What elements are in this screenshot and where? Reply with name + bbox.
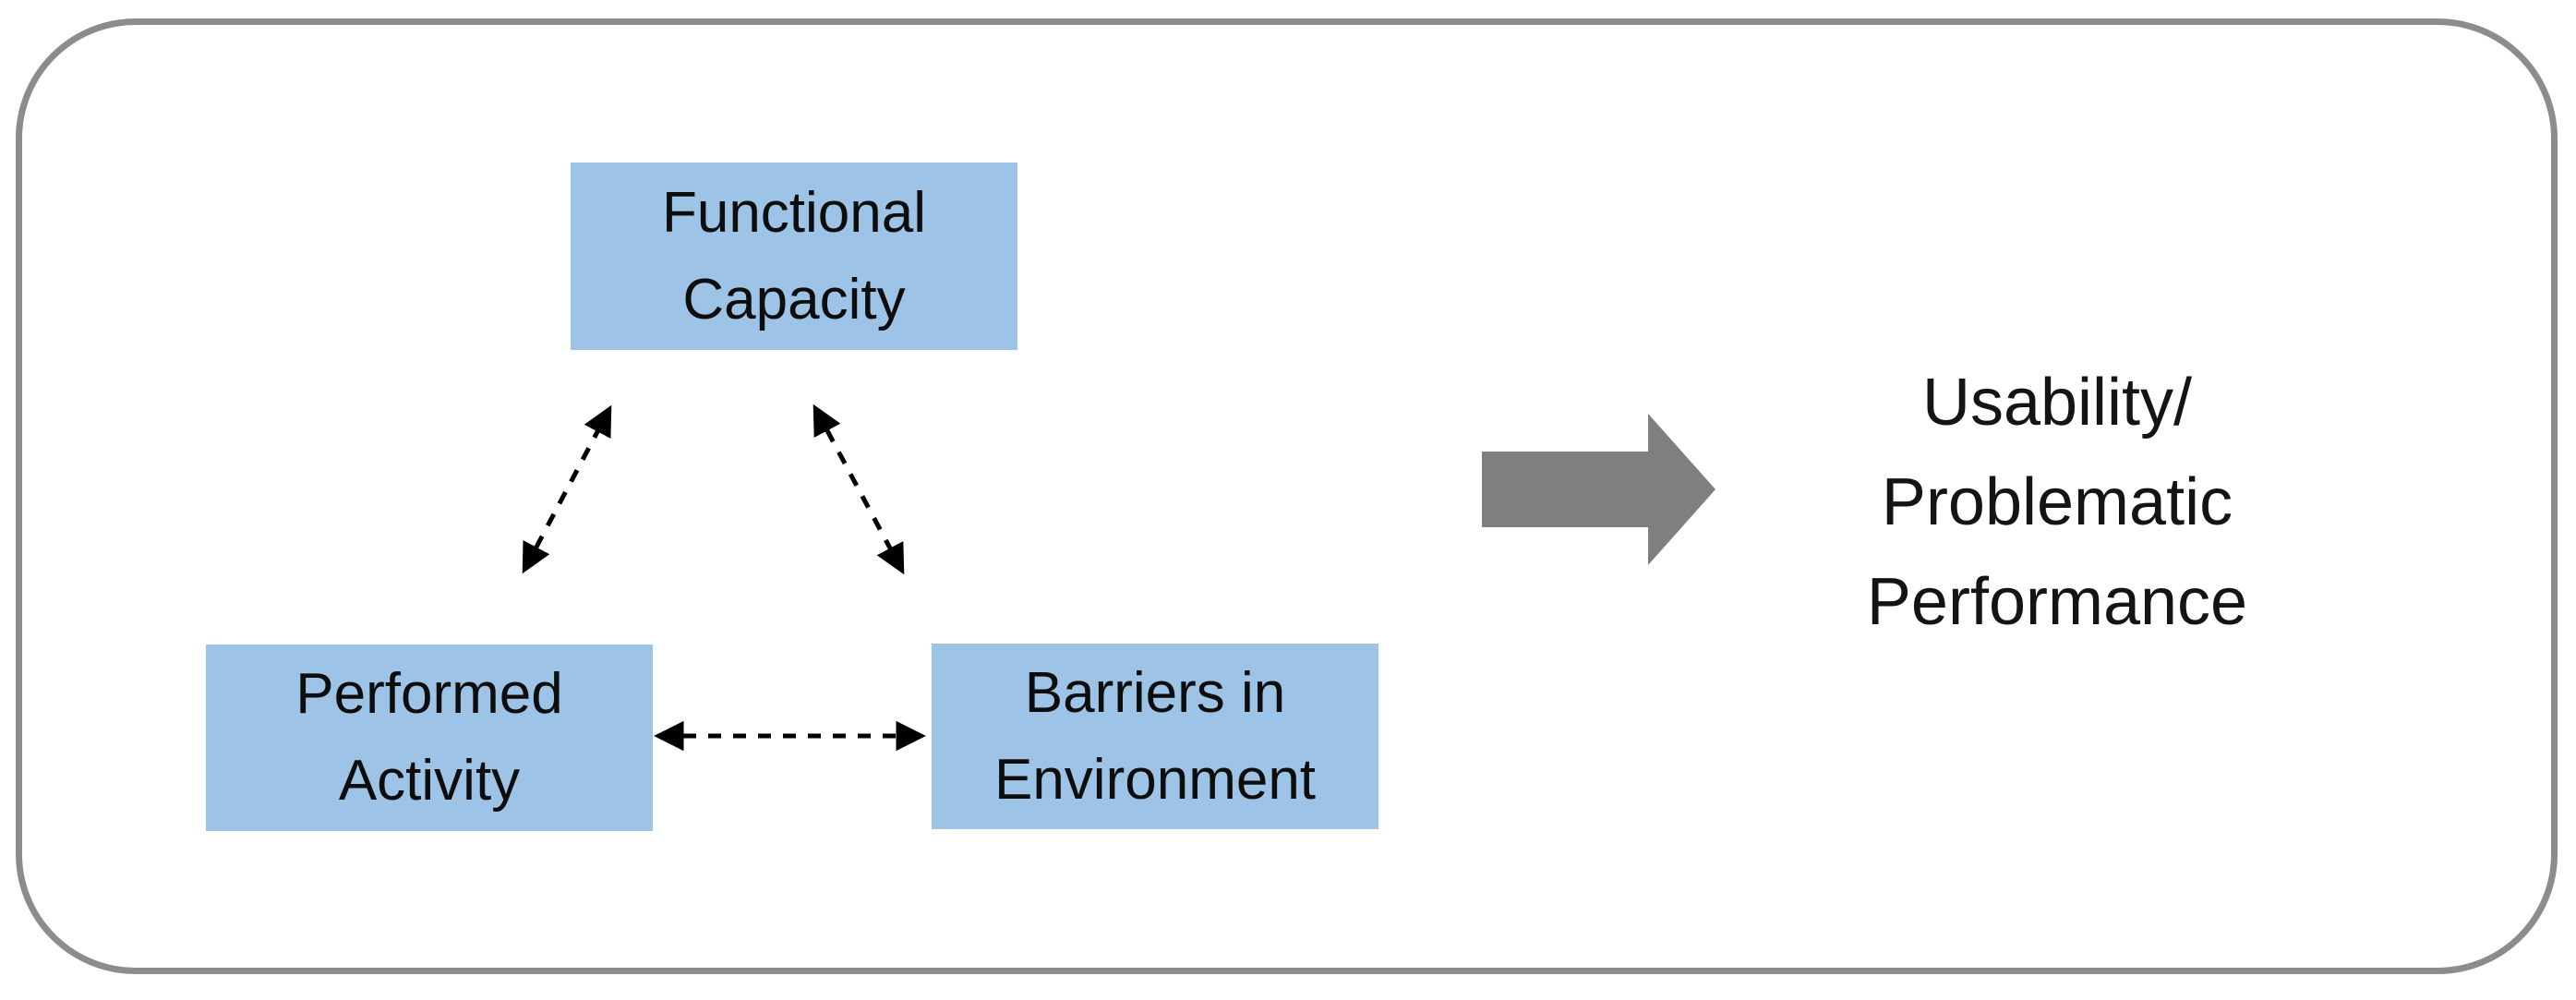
- box-functional-capacity: Functional Capacity: [571, 163, 1017, 350]
- box-label-line: Capacity: [682, 267, 906, 331]
- box-label-line: Activity: [338, 749, 521, 813]
- box-label-line: Performed: [295, 662, 563, 726]
- outcome-text-line: Problematic: [1881, 465, 2233, 539]
- box-performed-activity: Performed Activity: [206, 645, 653, 831]
- box-label-line: Functional: [661, 180, 927, 245]
- box-label-line: Environment: [993, 747, 1317, 812]
- outcome-text-line: Performance: [1866, 565, 2248, 639]
- box-barriers-in-environment: Barriers in Environment: [932, 644, 1378, 829]
- outcome-text: Usability/ Problematic Performance: [1799, 353, 2316, 652]
- outcome-text-line: Usability/: [1921, 366, 2193, 440]
- box-label-line: Barriers in: [1024, 660, 1286, 725]
